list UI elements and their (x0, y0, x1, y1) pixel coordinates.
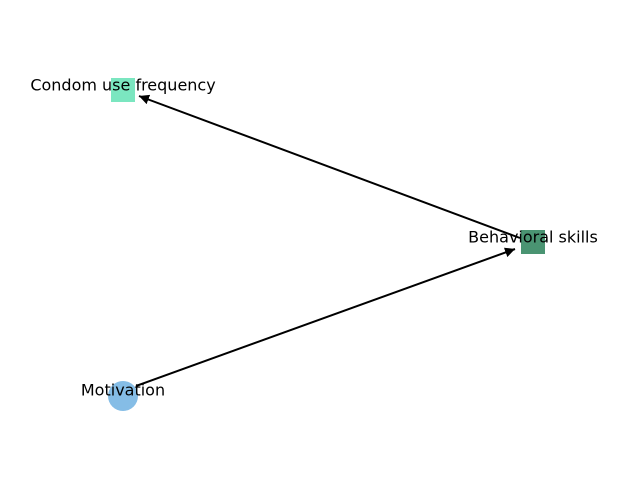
labels-layer: Condom use frequency Behavioral skills M… (30, 76, 598, 400)
edge-motivation-to-behavioral-skills (135, 247, 516, 387)
node-motivation (108, 381, 138, 411)
node-condom-use-frequency (111, 78, 135, 102)
nodes-layer (108, 78, 545, 411)
node-behavioral-skills (521, 230, 545, 254)
label-motivation: Motivation (81, 381, 165, 400)
edges-layer (135, 94, 521, 387)
label-behavioral-skills: Behavioral skills (468, 228, 598, 247)
edge-behavioral-skills-to-condom-use-frequency (138, 94, 521, 239)
label-condom-use-frequency: Condom use frequency (30, 76, 215, 95)
